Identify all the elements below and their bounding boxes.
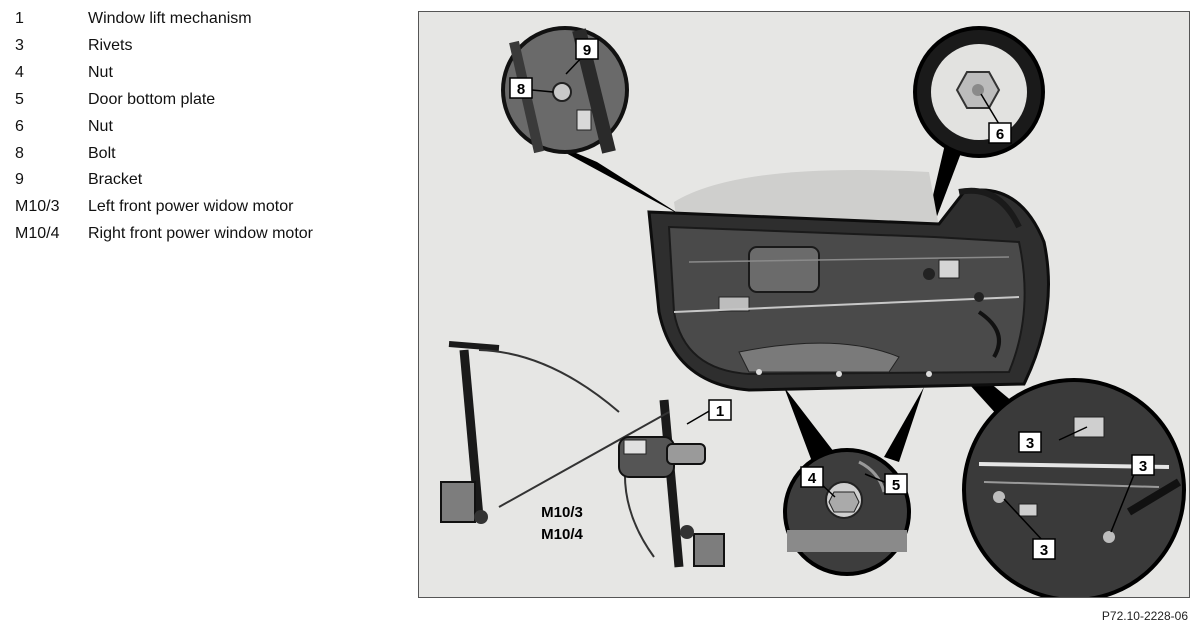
callout-bolt: 8 [509,77,533,99]
figure-code: P72.10-2228-06 [1101,609,1188,623]
legend-item: 1 Window lift mechanism [15,6,313,33]
legend-description: Bolt [88,144,116,162]
leader-lines [531,54,1138,543]
callout-rivet-b-label: 3 [1139,458,1147,475]
legend-code: 8 [15,144,24,162]
callout-nut-bottom: 4 [800,466,824,488]
legend-item: 5 Door bottom plate [15,87,313,114]
legend-code: M10/4 [15,225,60,243]
callout-bottom-plate: 5 [884,473,908,495]
legend-description: Nut [88,117,113,135]
callout-nut-bottom-label: 4 [808,470,817,487]
legend-code: 1 [15,10,24,27]
callout-bolt-label: 8 [517,81,525,98]
window-lift-mechanism [440,341,725,568]
callout-motor-left-label: M10/3 [541,504,583,521]
legend-description: Rivets [88,36,133,54]
detail-circle-nut-top [913,26,1045,158]
door-diagram: 9 8 6 1 M10/3 M10/4 4 5 3 3 [440,26,1186,597]
callout-motor-right-label: M10/4 [541,526,583,543]
legend-description: Window lift mechanism [88,10,252,27]
legend-code: 3 [15,36,24,54]
legend-code: M10/3 [15,198,60,216]
callout-rivet-a-label: 3 [1026,435,1034,452]
callout-nut-top-label: 6 [996,126,1004,143]
legend-description: Bracket [88,171,143,189]
callout-bracket-label: 9 [583,42,591,59]
legend-item: 3 Rivets [15,33,313,60]
legend-item: 8 Bolt [15,141,313,168]
callout-window-lift: 1 [708,399,732,421]
legend-description: Door bottom plate [88,90,216,108]
pointer-wedge-bottom-mid [884,387,924,462]
callout-rivet-b: 3 [1131,454,1155,476]
legend-item: 4 Nut [15,60,313,87]
legend-item: 9 Bracket [15,167,313,194]
door-window-glass [674,170,939,227]
legend-item: M10/3 Left front power widow motor [15,194,313,221]
detail-circle-rivets [962,378,1186,597]
legend-item: 6 Nut [15,114,313,141]
door-diagram-figure: 9 8 6 1 M10/3 M10/4 4 5 3 3 [418,11,1190,598]
callout-bottom-plate-label: 5 [892,477,900,494]
callout-bracket: 9 [575,38,599,60]
legend-code: 5 [15,90,24,108]
pointer-wedge-bottom-left [784,387,834,467]
legend-code: 4 [15,63,24,81]
legend-code: 6 [15,117,24,135]
legend-list: 1 Window lift mechanism 3 Rivets 4 Nut 5… [15,6,313,248]
callout-rivet-c: 3 [1032,538,1056,560]
legend-item: M10/4 Right front power window motor [15,221,313,248]
legend-description: Nut [88,63,113,81]
legend-code: 9 [15,171,24,189]
legend-description: Right front power window motor [88,225,313,243]
callout-rivet-a: 3 [1018,431,1042,453]
callout-rivet-c-label: 3 [1040,542,1048,559]
callout-window-lift-label: 1 [716,403,724,420]
legend-description: Left front power widow motor [88,198,294,216]
callout-nut-top: 6 [988,122,1012,144]
door-inner-panel [647,187,1050,392]
